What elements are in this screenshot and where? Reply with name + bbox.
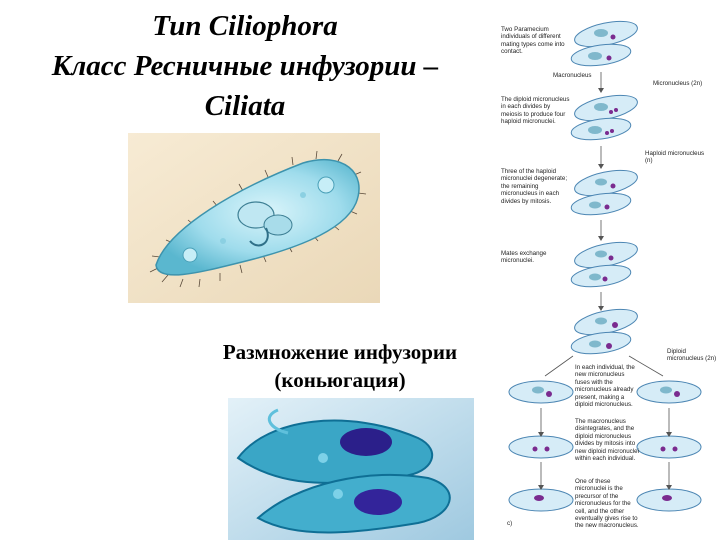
panel-label: c) <box>507 520 513 527</box>
slide-title-line-1: Тип Ciliophora <box>152 10 338 42</box>
step-6-label: The macronucleus disintegrates, and the … <box>575 418 639 463</box>
slide-subtitle-line-1: Размножение инфузории <box>222 340 458 364</box>
step-5-label: In each individual, the new micronucleus… <box>575 364 635 409</box>
haploid-micronucleus-label: Haploid micronucleus (n) <box>645 150 705 165</box>
conjugation-diagram: Two Paramecium individuals of different … <box>483 0 720 540</box>
macronucleus-label: Macronucleus <box>553 72 592 79</box>
conjugation-micrograph <box>228 398 474 540</box>
micronucleus-label: Micronucleus (2n) <box>653 80 703 87</box>
slide-title-line-3: Ciliata <box>204 90 286 122</box>
step-4-label: Mates exchange micronuclei. <box>501 250 547 265</box>
step-1-label: Two Paramecium individuals of different … <box>501 26 565 56</box>
step-7-label: One of these micronuclei is the precurso… <box>575 478 639 530</box>
step-3-label: Three of the haploid micronuclei degener… <box>501 168 568 205</box>
slide-title-line-2: Класс Ресничные инфузории – <box>51 50 439 82</box>
step-2-label: The diploid micronucleus in each divides… <box>501 96 570 126</box>
slide-subtitle-line-2: (коньюгация) <box>274 368 406 392</box>
diploid-micronucleus-label: Diploid micronucleus (2n) <box>667 348 717 363</box>
paramecium-illustration <box>128 133 380 303</box>
